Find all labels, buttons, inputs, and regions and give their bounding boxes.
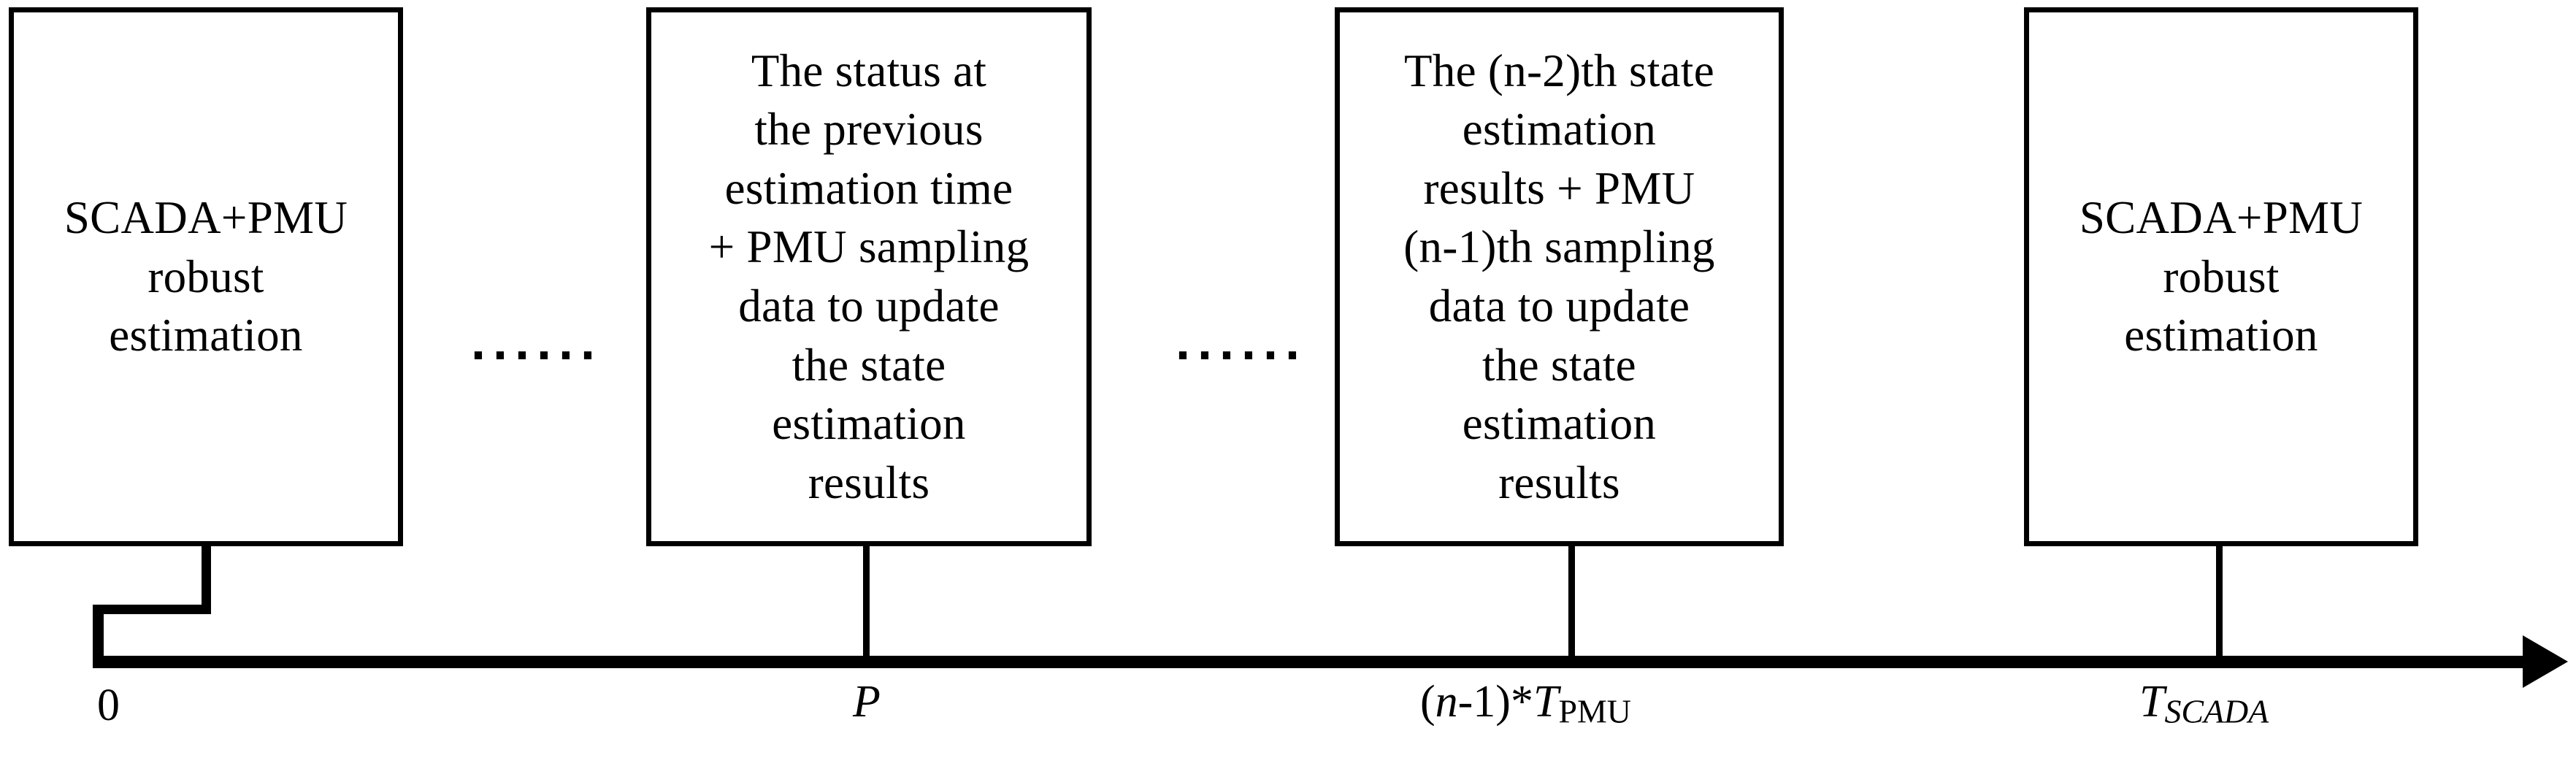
tick-label-p-text: P [853, 677, 881, 727]
tick-label-n-minus-1-tpmu: (n-1)*TPMU [1420, 679, 1631, 728]
tick-npmu-prefix: ( [1420, 677, 1435, 727]
process-box-nth-minus-2-estimation-update: The (n-2)th state estimation results + P… [1335, 7, 1784, 546]
process-box-label: The (n-2)th state estimation results + P… [1403, 45, 1715, 508]
connector-line-box-4 [2216, 544, 2223, 662]
tick-npmu-subscript: PMU [1558, 692, 1631, 730]
tick-label-zero: 0 [97, 681, 120, 730]
process-box-scada-pmu-robust-estimation-start: SCADA+PMU robust estimation [9, 7, 403, 546]
tick-label-t-scada: TSCADA [2139, 679, 2269, 728]
timeline-arrow-icon [2523, 635, 2568, 688]
ellipsis-separator-left: ...... [471, 313, 603, 371]
process-box-label: SCADA+PMU robust estimation [64, 192, 348, 361]
tick-npmu-symbol: T [1533, 677, 1559, 727]
connector-line-box-1-horizontal [93, 605, 211, 614]
connector-line-box-3 [1568, 544, 1575, 662]
connector-line-box-1-vertical [202, 544, 211, 611]
tick-scada-subscript: SCADA [2164, 692, 2269, 730]
tick-npmu-mid: -1)* [1457, 677, 1533, 727]
process-box-previous-estimation-update: The status at the previous estimation ti… [646, 7, 1092, 546]
tick-npmu-var: n [1435, 677, 1458, 727]
process-box-label: The status at the previous estimation ti… [708, 45, 1030, 508]
ellipsis-separator-right: ...... [1176, 313, 1308, 371]
connector-line-box-1-stub [93, 605, 104, 662]
process-box-scada-pmu-robust-estimation-end: SCADA+PMU robust estimation [2024, 7, 2418, 546]
timeline-axis-line [93, 656, 2531, 668]
tick-scada-symbol: T [2139, 677, 2165, 727]
connector-line-box-2 [863, 544, 870, 662]
process-box-label: SCADA+PMU robust estimation [2079, 192, 2364, 361]
tick-label-p: P [853, 679, 881, 724]
